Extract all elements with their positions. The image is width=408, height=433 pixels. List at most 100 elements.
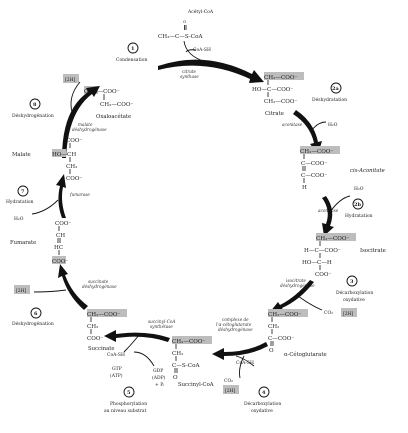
malate-line4: COO⁻: [66, 176, 82, 182]
co2-step4: CO₂: [224, 378, 233, 384]
step-6-enzyme-line1: succinate: [88, 279, 109, 284]
step-8-enzyme-line2: déshydrogénase: [72, 127, 107, 132]
cisaconitate-line4: H: [302, 185, 307, 191]
malate-line2: HO—CH: [52, 152, 76, 158]
step-1-number: 1: [131, 46, 134, 52]
isocitrate-line3: HO—C—H: [302, 260, 332, 266]
coash-top: CoA-SH: [193, 47, 211, 53]
acetylcoa-structure: CH₃—C—S-CoA: [158, 34, 203, 40]
step-4-enzyme-line1: complexe de: [222, 317, 249, 322]
arrow-step-1: [158, 59, 264, 83]
step-5-marker: [123, 386, 135, 398]
fumarate-line4: COO⁻: [52, 259, 68, 265]
isocitrate-line2: H—C—COO⁻: [304, 248, 341, 254]
fumarate-line1: COO⁻: [55, 221, 71, 227]
2h-box-step3: [341, 308, 357, 317]
fumarate-line2: CH: [56, 233, 65, 239]
step-7-number: 7: [21, 189, 25, 195]
arrow-step-7: [56, 174, 66, 218]
malate-line1: COO⁻: [66, 138, 82, 144]
cisaconitate-line1: CH₂—COO⁻: [300, 149, 333, 155]
gdp-line1: GDP: [153, 368, 163, 374]
step-4-enzyme-line3: déshydrogénase: [218, 327, 253, 332]
step-2a-marker: [330, 82, 342, 94]
akg-line2: CH₂: [268, 324, 279, 330]
succinate-name: Succinate: [88, 346, 115, 352]
coash-step4: CoA-SH: [236, 360, 254, 366]
gdp-line3: + Pᵢ: [155, 382, 164, 388]
step-4-enzyme-line2: l'α-cétoglutarate: [216, 322, 252, 327]
step-2a-enzyme: aconitase: [282, 122, 303, 127]
step-3-marker: [346, 275, 358, 287]
coash-step5: CoA-SH: [107, 352, 125, 358]
2h-box-step6: [14, 285, 30, 294]
step-7-marker: [17, 185, 29, 197]
isocitrate-line1: CH₂—COO⁻: [316, 236, 349, 242]
step-6-enzyme-line2: déshydrogénase: [82, 284, 117, 289]
fumarate-line3: HC: [54, 245, 63, 251]
succinate-line1: CH₂—COO⁻: [87, 312, 120, 318]
arrow-step-3: [270, 280, 314, 312]
step-6-marker: [30, 307, 42, 319]
h2o-step7: H₂O: [14, 216, 24, 222]
2h-box-step4: [223, 385, 239, 394]
step-2a-title: Déshydratation: [312, 96, 347, 103]
step-3-enzyme-line1: isocitrate: [286, 278, 307, 283]
step-6-number: 6: [34, 311, 38, 317]
co2-step3: CO₂: [324, 310, 333, 316]
step-5-enzyme-line2: synthétase: [150, 324, 173, 329]
gdp-line2: (ADP): [152, 374, 166, 381]
step-7-enzyme: fumarase: [69, 192, 90, 197]
step-8-marker: [29, 98, 41, 110]
cisaconitate-line3: C—COO⁻: [301, 173, 327, 179]
succinate-line3: COO⁻: [87, 336, 103, 342]
2h-step6: [2H]: [16, 288, 27, 294]
step-4-title-line2: oxydative: [251, 408, 273, 414]
step-3-enzyme-line2: déshydrogénase: [280, 283, 315, 288]
succinylcoa-line2: CH₂: [172, 351, 183, 357]
malate-line3: CH₂: [66, 164, 77, 170]
2h-step8: [2H]: [65, 77, 76, 83]
oxaloacetate-line1: O=C—COO⁻: [84, 89, 120, 95]
step-5-number: 5: [127, 390, 131, 396]
isocitrate-name: Isocitrate: [360, 248, 386, 254]
step-1-enzyme-line1: citrate: [182, 69, 197, 74]
succinylcoa-name: Succinyl-CoA: [178, 382, 214, 388]
step-7-title: Hydratation: [6, 199, 34, 205]
akg-name: α-Cétoglutarate: [284, 351, 327, 358]
cisaconitate-line2: C—COO⁻: [301, 161, 327, 167]
arrow-step-2a: [293, 110, 322, 154]
2h-step3: [2H]: [343, 311, 354, 317]
step-4-marker: [258, 386, 270, 398]
succinylcoa-line3: C—S-CoA: [172, 363, 200, 369]
citrate-line2: HO—C—COO⁻: [252, 87, 293, 93]
step-5-title-line2: au niveau substrat: [104, 408, 147, 414]
isocitrate-line4: COO⁻: [315, 272, 331, 278]
step-8-title: Déshydrogénation: [12, 112, 54, 119]
step-2b-marker: [352, 198, 364, 210]
oxaloacetate-line2: CH₂—COO⁻: [100, 102, 133, 108]
arrow-step-6: [58, 264, 88, 310]
step-1-enzyme-line2: synthase: [180, 74, 199, 79]
malate-name: Malate: [12, 152, 31, 158]
step-8-enzyme-line1: malate: [78, 122, 93, 127]
step-2b-number: 2b: [354, 202, 361, 208]
step-1-title: Condensation: [116, 57, 147, 63]
acetylcoa-label: Acétyl-CoA: [187, 8, 214, 15]
step-3-title-line1: Décarboxylation: [336, 289, 373, 296]
2h-step4: [2H]: [225, 388, 236, 394]
step-4-number: 4: [262, 390, 266, 396]
arrow-step-4: [212, 342, 268, 360]
step-6-title: Déshydrogénation: [12, 320, 54, 327]
gtp-line2: (ATP): [110, 372, 123, 379]
step-8-number: 8: [33, 102, 37, 108]
akg-line4: O: [269, 348, 274, 354]
step-2b-title: Hydratation: [345, 213, 373, 219]
cisaconitate-name: cis-Aconitate: [350, 168, 385, 174]
citrate-line1: CH₂—COO⁻: [264, 75, 297, 81]
succinylcoa-line1: CH₂—COO⁻: [172, 339, 205, 345]
citrate-line3: CH₂—COO⁻: [264, 99, 297, 105]
step-3-title-line2: oxydative: [343, 297, 365, 303]
